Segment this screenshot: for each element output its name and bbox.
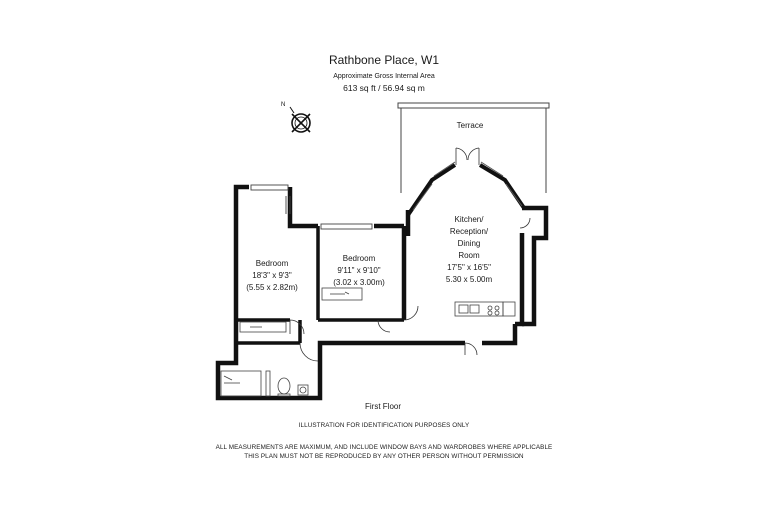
bedroom-2-dimensions-metric: (3.02 x 3.00m) <box>333 278 385 287</box>
terrace-outline <box>397 102 550 193</box>
area-value: 613 sq ft / 56.94 sq m <box>343 83 425 93</box>
terrace-door <box>455 147 480 165</box>
kitchen-name-line-4: Room <box>458 251 480 260</box>
compass-icon: N <box>281 102 311 133</box>
interior-walls <box>236 226 404 370</box>
plan-title: Rathbone Place, W1 <box>328 53 440 67</box>
bedroom-1-dimensions-metric: (5.55 x 2.82m) <box>246 283 298 292</box>
kitchen-dimensions-imperial: 17'5" x 16'5" <box>447 263 491 272</box>
bedroom-2-name: Bedroom <box>343 254 376 263</box>
wardrobes <box>239 287 363 333</box>
kitchen-name-line-2: Reception/ <box>450 227 489 236</box>
bedroom-2-dimensions-imperial: 9'11" x 9'10" <box>337 266 380 275</box>
kitchen-fixtures <box>454 301 516 317</box>
kitchen-name-line-1: Kitchen/ <box>455 215 485 224</box>
footer-disclaimer-3: THIS PLAN MUST NOT BE REPRODUCED BY ANY … <box>244 453 524 460</box>
bay-windows <box>412 161 523 211</box>
doors <box>289 217 531 362</box>
bedroom-1-dimensions-imperial: 18'3" x 9'3" <box>252 271 292 280</box>
footer-disclaimer-2: ALL MEASUREMENTS ARE MAXIMUM, AND INCLUD… <box>215 444 553 451</box>
kitchen-dimensions-metric: 5.30 x 5.00m <box>446 275 493 284</box>
kitchen-bay-walls <box>406 163 526 217</box>
kitchen-name-line-3: Dining <box>458 239 481 248</box>
windows <box>250 184 373 230</box>
floor-label: First Floor <box>365 402 401 411</box>
north-mark: N <box>281 102 285 108</box>
area-caption: Approximate Gross Internal Area <box>333 73 435 80</box>
bathroom-fixtures <box>220 370 309 397</box>
outer-walls <box>215 184 549 401</box>
footer-disclaimer-1: ILLUSTRATION FOR IDENTIFICATION PURPOSES… <box>298 422 470 429</box>
terrace-label: Terrace <box>457 121 484 130</box>
bedroom-1-name: Bedroom <box>256 259 289 268</box>
